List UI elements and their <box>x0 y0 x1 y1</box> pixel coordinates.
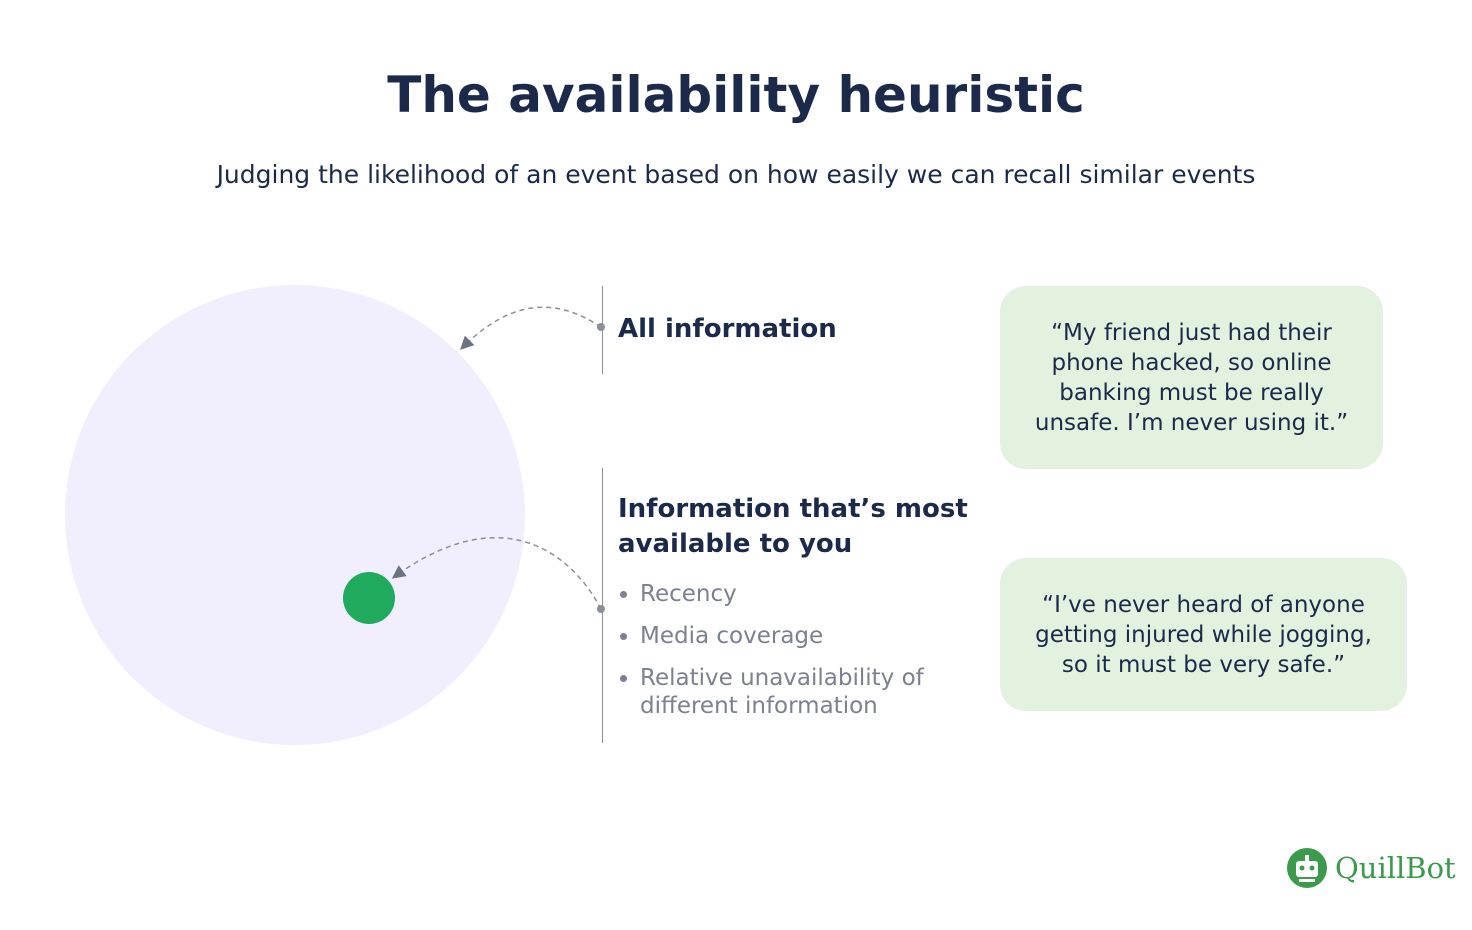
available-information-arrow-start <box>597 605 605 613</box>
quote-line: “I’ve never heard of anyone <box>1042 592 1365 618</box>
quote-bubble-jogging: “I’ve never heard of anyone getting inju… <box>1000 558 1407 711</box>
list-item: Recency <box>620 580 960 608</box>
availability-factors-list: Recency Media coverage Relative unavaila… <box>620 580 960 734</box>
quote-line: so it must be very safe.” <box>1061 652 1346 678</box>
all-information-arrow-icon <box>460 306 602 350</box>
available-information-arrow-icon <box>391 536 602 610</box>
most-available-divider <box>602 468 603 743</box>
quote-bubble-hacked-phone: “My friend just had their phone hacked, … <box>1000 286 1383 469</box>
page-subtitle: Judging the likelihood of an event based… <box>216 160 1256 189</box>
list-item-label: Media coverage <box>640 623 824 649</box>
list-item: Media coverage <box>620 622 960 650</box>
quote-line: unsafe. I’m never using it.” <box>1034 410 1349 436</box>
page-title: The availability heuristic <box>387 66 1085 124</box>
list-item-label: Relative unavailability of different inf… <box>640 665 924 719</box>
bullet-dot-icon <box>620 591 627 598</box>
quillbot-logo-text: QuillBot <box>1335 851 1456 885</box>
quillbot-logo: QuillBot <box>1287 848 1456 888</box>
bullet-dot-icon <box>620 675 627 682</box>
quote-line: “My friend just had their <box>1051 320 1332 346</box>
available-information-circle <box>343 572 395 624</box>
list-item-label: Recency <box>640 581 737 607</box>
most-available-heading-line: available to you <box>618 529 853 559</box>
all-information-circle <box>65 285 525 745</box>
most-available-heading: Information that’s most available to you <box>618 492 968 562</box>
quote-line: banking must be really <box>1059 380 1324 406</box>
bullet-dot-icon <box>620 633 627 640</box>
quillbot-robot-icon <box>1287 848 1327 888</box>
most-available-heading-line: Information that’s most <box>618 494 968 524</box>
quote-line: phone hacked, so online <box>1051 350 1332 376</box>
quote-line: getting injured while jogging, <box>1035 622 1372 648</box>
all-information-heading: All information <box>618 314 837 344</box>
all-information-divider <box>602 286 603 374</box>
all-information-arrow-start <box>597 323 605 331</box>
list-item: Relative unavailability of different inf… <box>620 664 960 720</box>
